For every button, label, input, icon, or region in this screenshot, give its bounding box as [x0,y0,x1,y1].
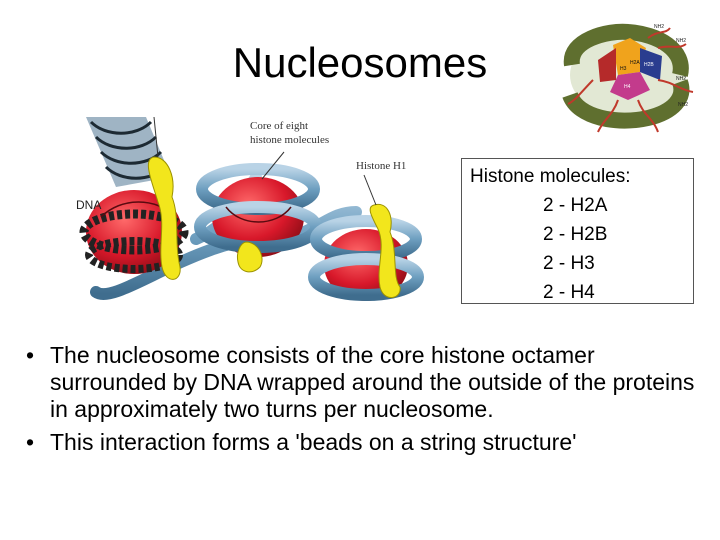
histone-item: 2 - H2B [543,224,608,245]
nucleosome-left [79,190,189,274]
slide-title: Nucleosomes [232,39,488,86]
label-histone-h1: Histone H1 [356,160,406,172]
nucleosome-corner-illustration: NH2 NH2 NH2 NH2 H2A H3 H4 H2B [562,23,694,133]
label-dna: DNA [76,198,101,212]
corner-label-h3: H3 [620,66,627,72]
histone-h1-left [147,156,181,280]
corner-label-h2b: H2B [644,62,654,68]
histone-h1-middle [237,241,263,273]
nucleosome-illustration: Core of eight histone molecules Histone … [76,117,424,301]
histone-h1-right [369,203,401,298]
corner-label-nh2-2: NH2 [676,38,686,44]
histone-molecules-box: Histone molecules: 2 - H2A 2 - H2B 2 - H… [461,158,694,304]
corner-label-h2a: H2A [630,60,640,66]
corner-label-nh2-4: NH2 [678,102,688,108]
label-core-line2: histone molecules [250,134,329,146]
bullet-item: • This interaction forms a 'beads on a s… [26,429,716,456]
nucleosome-middle [194,163,322,257]
histone-box-heading: Histone molecules: [470,166,631,187]
histone-item: 2 - H4 [543,282,595,303]
bullet-item: • The nucleosome consists of the core hi… [26,342,716,423]
bullet-dot: • [26,429,35,455]
corner-label-h4: H4 [624,84,631,90]
corner-label-nh2-3: NH2 [676,76,686,82]
corner-label-nh2-1: NH2 [654,24,664,30]
histone-item: 2 - H2A [543,195,608,216]
histone-item: 2 - H3 [543,253,595,274]
bullet-text: The nucleosome consists of the core hist… [50,342,695,422]
bullet-text: This interaction forms a 'beads on a str… [50,429,577,455]
bullet-dot: • [26,342,35,368]
bullet-list: • The nucleosome consists of the core hi… [26,342,716,462]
nucleosome-right [308,215,424,301]
label-core-line1: Core of eight [250,120,308,132]
